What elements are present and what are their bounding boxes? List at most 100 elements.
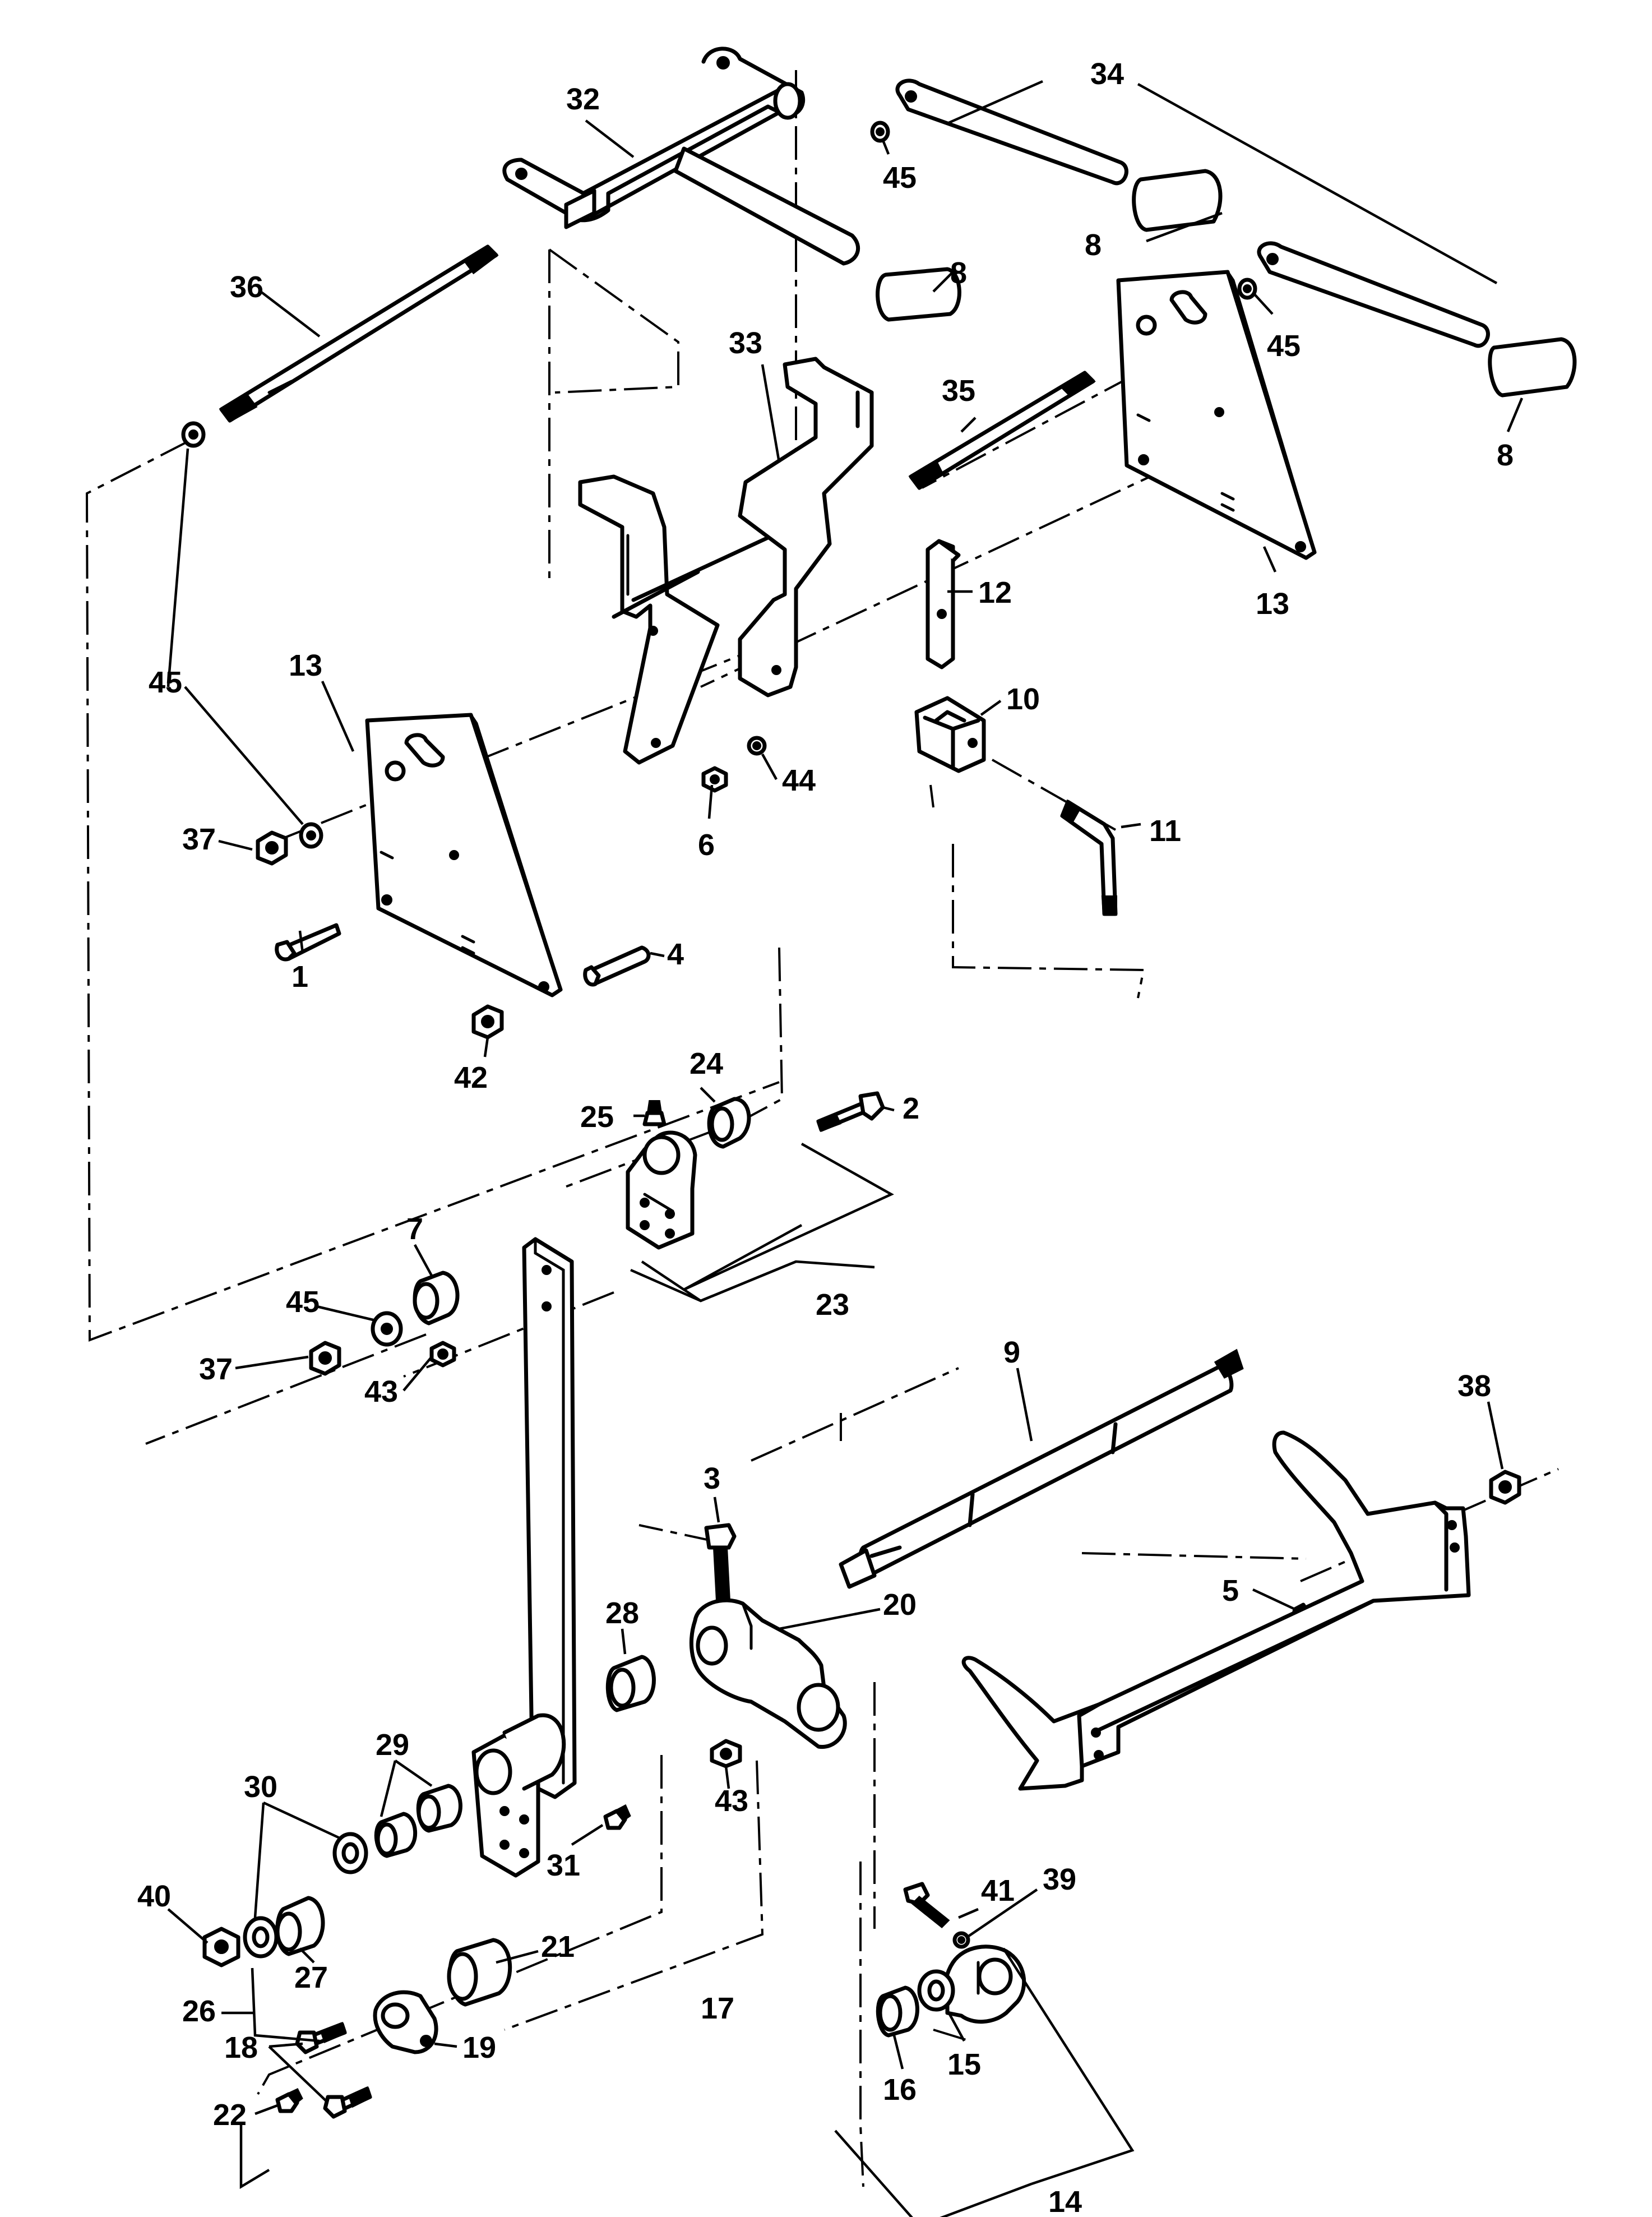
- washer-15: [917, 1969, 955, 2012]
- callout-6: 6: [698, 828, 715, 862]
- callout-8: 8: [1085, 228, 1102, 262]
- pad-8: [876, 169, 1577, 398]
- callout-25: 25: [580, 1100, 614, 1134]
- callout-35: 35: [942, 374, 975, 408]
- nut-40: [202, 1927, 240, 1967]
- callout-41: 41: [981, 1874, 1015, 1907]
- fitting-25: [642, 1100, 667, 1126]
- callout-3: 3: [704, 1462, 720, 1495]
- nut-6: [701, 766, 728, 793]
- washer-30: [243, 1832, 368, 1959]
- callout-38: 38: [1457, 1369, 1491, 1403]
- callout-37: 37: [199, 1352, 233, 1386]
- callout-1: 1: [291, 960, 308, 994]
- callout-7: 7: [406, 1212, 423, 1246]
- washer-44: [747, 736, 767, 756]
- callout-13: 13: [1256, 587, 1289, 621]
- bracket-10: [914, 696, 986, 773]
- assembly-26: [471, 1713, 566, 1878]
- frame-32: [502, 47, 860, 266]
- callout-24: 24: [690, 1047, 723, 1080]
- stud-35: [908, 371, 1096, 491]
- bolt-1: [275, 923, 341, 962]
- rod-36: [219, 244, 499, 423]
- callout-37: 37: [182, 823, 216, 856]
- callout-5: 5: [1222, 1574, 1239, 1608]
- assembly-23: [626, 1130, 697, 1250]
- callout-14: 14: [1048, 2185, 1082, 2217]
- arm-34: [895, 78, 1490, 348]
- callout-9: 9: [1003, 1336, 1020, 1369]
- callout-45: 45: [883, 161, 917, 195]
- washer-39: [952, 1931, 970, 1949]
- callout-17: 17: [701, 1992, 734, 2025]
- callout-4: 4: [667, 937, 684, 971]
- bracket-33: [578, 357, 874, 765]
- callout-43: 43: [364, 1375, 398, 1408]
- callout-44: 44: [782, 764, 816, 797]
- callout-43: 43: [715, 1784, 748, 1818]
- nut-42: [471, 1004, 504, 1040]
- callout-11: 11: [1149, 814, 1181, 848]
- callout-23: 23: [816, 1288, 849, 1322]
- callout-16: 16: [883, 2073, 917, 2107]
- callout-22: 22: [213, 2098, 247, 2132]
- bolt-3: [704, 1523, 737, 1602]
- callout-13: 13: [289, 649, 322, 682]
- bushing-27: [275, 1896, 325, 1956]
- clamp-19: [373, 1990, 438, 2054]
- plate-13: [365, 713, 563, 997]
- callout-45: 45: [1267, 329, 1301, 363]
- washer-45: [181, 121, 1257, 1347]
- callout-45: 45: [149, 666, 182, 699]
- nut-38: [1489, 1470, 1521, 1505]
- fitting-22: [275, 2088, 303, 2113]
- callout-15: 15: [947, 2048, 981, 2081]
- bushing-16: [876, 1985, 919, 2038]
- callout-45: 45: [286, 1285, 320, 1319]
- yoke-20: [690, 1598, 847, 1749]
- assembly-14: [943, 1945, 1026, 2024]
- callout-labels: 32 34 45 8 8 8 45 36 33 35 13 12 10 11 1…: [137, 57, 1514, 2217]
- callout-10: 10: [1006, 682, 1040, 716]
- bushing-21: [447, 1938, 512, 2007]
- callout-21: 21: [541, 1930, 575, 1964]
- rod-11: [1060, 799, 1118, 916]
- callout-32: 32: [566, 82, 600, 116]
- bolt-18: [295, 2021, 372, 2119]
- callout-30: 30: [244, 1770, 277, 1804]
- callout-8: 8: [1497, 438, 1514, 472]
- callout-2: 2: [903, 1092, 919, 1125]
- callout-40: 40: [137, 1879, 171, 1913]
- callout-28: 28: [605, 1596, 639, 1630]
- lever-12: [926, 539, 961, 669]
- callout-42: 42: [454, 1061, 488, 1094]
- callout-34: 34: [1090, 57, 1124, 91]
- bushing-24: [707, 1097, 751, 1149]
- fitting-31: [603, 1804, 631, 1830]
- bolt-41: [903, 1882, 950, 1929]
- nut-37: [256, 830, 341, 1376]
- nut-43: [429, 1341, 742, 1768]
- bolt-2: [816, 1091, 885, 1132]
- bushing-28: [605, 1655, 656, 1712]
- callout-12: 12: [978, 576, 1012, 609]
- callout-18: 18: [224, 2031, 258, 2064]
- callout-19: 19: [462, 2031, 496, 2064]
- callout-8: 8: [950, 256, 967, 290]
- shaft-9: [839, 1348, 1244, 1589]
- callout-36: 36: [230, 270, 263, 304]
- lift-frame: [961, 1430, 1471, 1791]
- assembly-17: [522, 1237, 577, 1799]
- leader-lines: [166, 80, 1524, 2217]
- callout-29: 29: [376, 1728, 409, 1762]
- callout-33: 33: [729, 326, 762, 360]
- bushing-7: [413, 1271, 460, 1325]
- callout-27: 27: [294, 1961, 328, 1994]
- callout-31: 31: [547, 1849, 580, 1882]
- pin-4: [583, 945, 651, 987]
- callout-20: 20: [883, 1588, 917, 1622]
- callout-26: 26: [182, 1994, 216, 2028]
- callout-39: 39: [1043, 1863, 1076, 1896]
